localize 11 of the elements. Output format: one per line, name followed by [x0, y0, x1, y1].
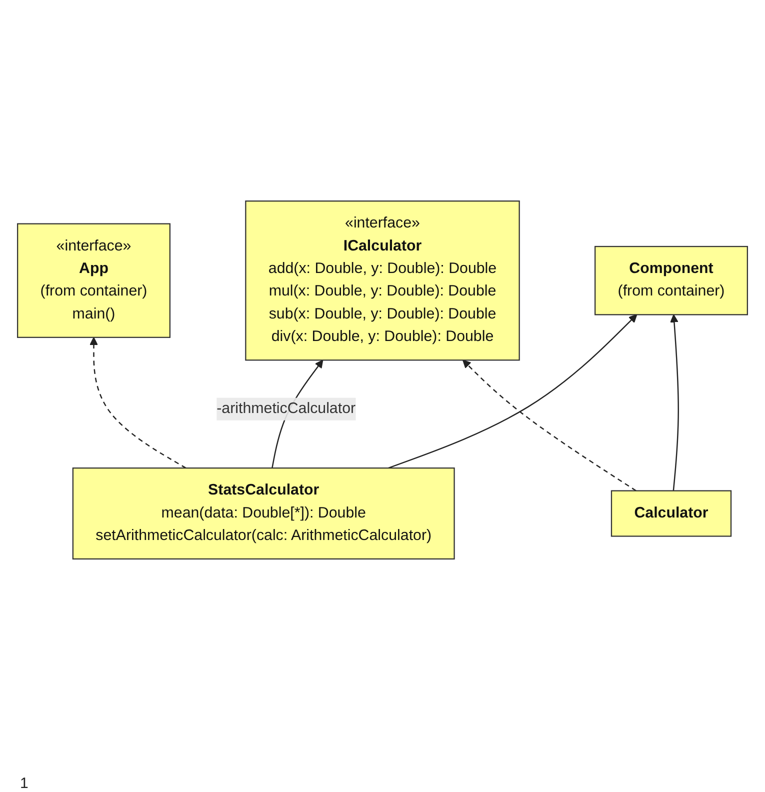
arrow — [90, 337, 186, 469]
node-box: «interface» ICalculator add(x: Double, y: Double): Double mul(x: Double, y: Double): Double sub(x: Double, y: Double): Double div(x: Double, y: Double): Double — [245, 200, 520, 361]
node-box: StatsCalculator mean(data: Double[*]): Double setArithmeticCalculator(calc: ArithmeticCalculator) — [72, 467, 455, 560]
node-box: Calculator — [610, 490, 732, 537]
arrow — [388, 314, 638, 469]
arrow — [670, 314, 679, 491]
edge-label: -arithmeticCalculator — [216, 400, 356, 417]
node-box: «interface» App (from container) main() — [17, 223, 170, 338]
node-box: Component (from container) — [594, 246, 748, 316]
arrow — [462, 360, 636, 492]
multiplicity-label: 1 — [20, 775, 28, 792]
